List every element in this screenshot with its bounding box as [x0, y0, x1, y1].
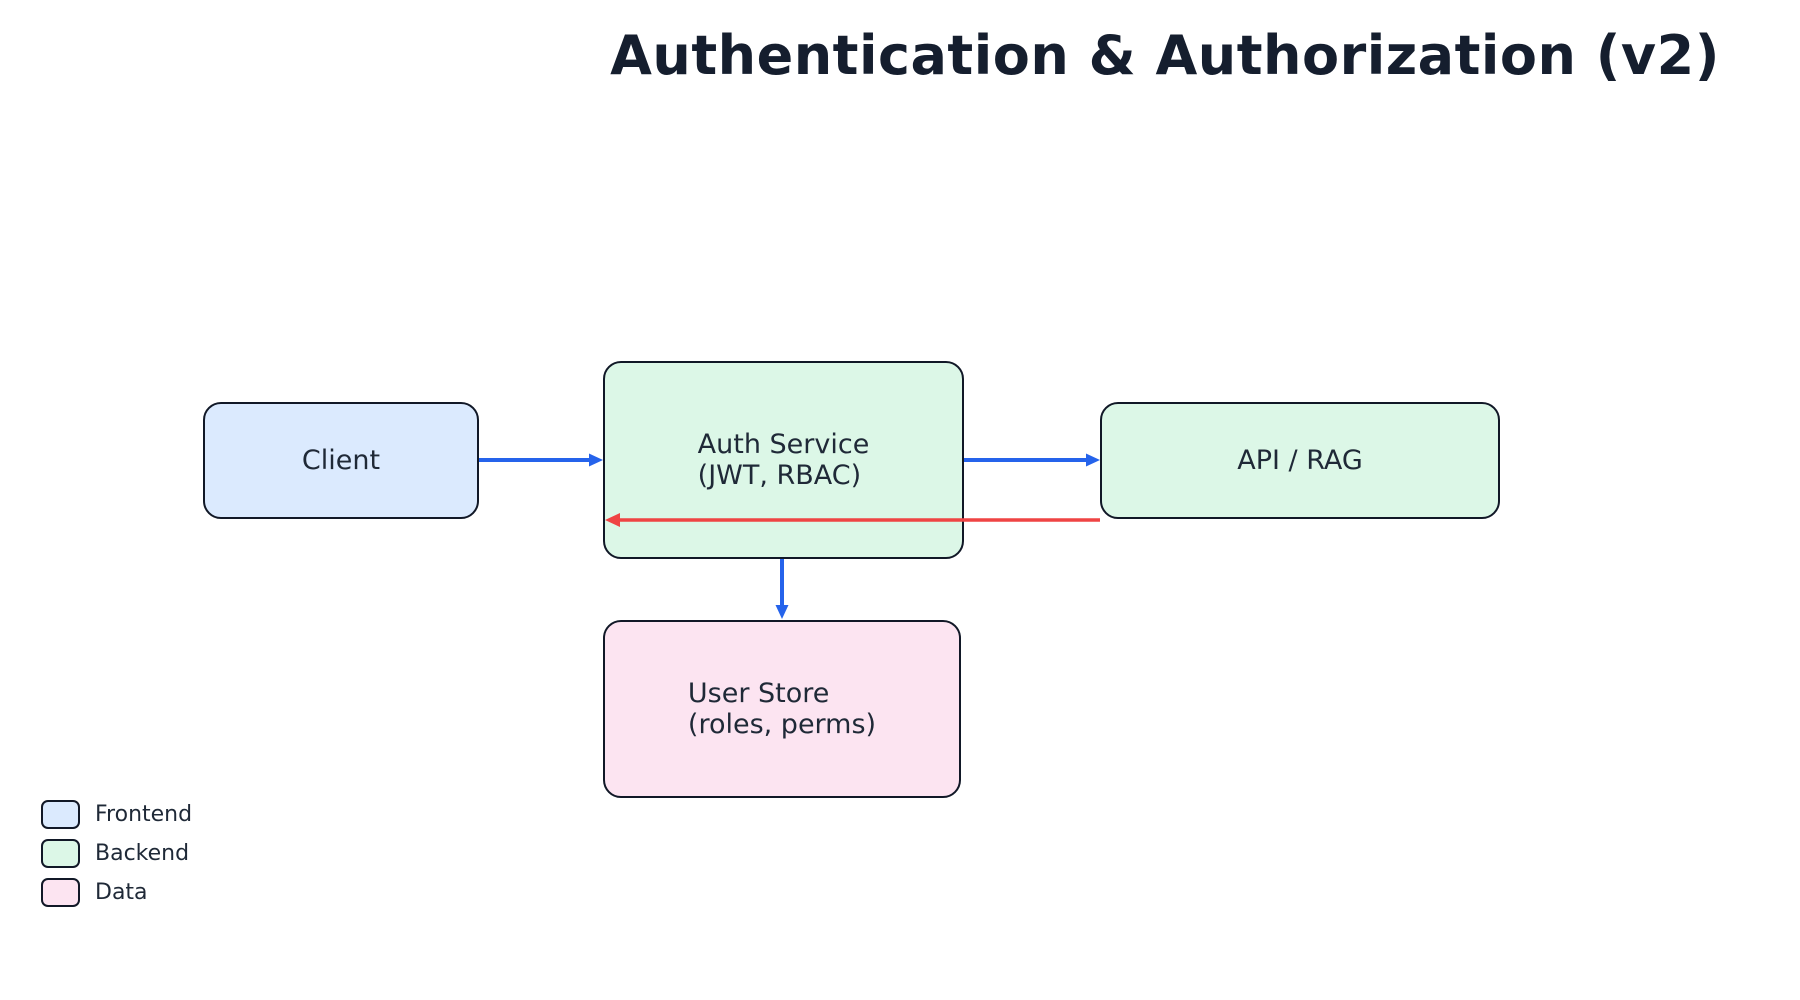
client-node-text: Client	[301, 444, 381, 476]
legend-item-backend: Backend	[41, 839, 192, 868]
api-rag-node-text: API / RAG	[1237, 444, 1363, 476]
legend-item-frontend: Frontend	[41, 800, 192, 829]
auth-service-node-label: Auth Service (JWT, RBAC)	[698, 429, 870, 492]
legend: Frontend Backend Data	[41, 800, 192, 917]
diagram-title: Authentication & Authorization (v2)	[610, 24, 1720, 87]
user-store-node-label: User Store (roles, perms)	[688, 678, 876, 741]
legend-item-data: Data	[41, 878, 192, 907]
api-rag-node-label: API / RAG	[1237, 445, 1363, 476]
legend-swatch-backend	[41, 839, 80, 868]
legend-swatch-data	[41, 878, 80, 907]
client-node: Client	[203, 402, 479, 519]
auth-service-node-text-line2: (JWT, RBAC)	[697, 460, 862, 491]
legend-label-backend: Backend	[95, 841, 190, 866]
edge-auth-service-to-user-store-arrow	[775, 559, 789, 619]
legend-swatch-frontend	[41, 800, 80, 829]
auth-service-node-text-line1: Auth Service	[697, 428, 870, 460]
user-store-node: User Store (roles, perms)	[603, 620, 961, 798]
legend-label-frontend: Frontend	[95, 802, 193, 827]
client-node-label: Client	[302, 445, 380, 476]
auth-service-node: Auth Service (JWT, RBAC)	[603, 361, 964, 559]
edge-client-to-auth-service-arrow	[479, 453, 603, 467]
edge-auth-service-to-api-rag-arrow	[964, 453, 1100, 467]
api-rag-node: API / RAG	[1100, 402, 1500, 519]
user-store-node-text-line2: (roles, perms)	[687, 709, 877, 740]
user-store-node-text-line1: User Store	[687, 677, 830, 709]
legend-label-data: Data	[95, 880, 148, 905]
